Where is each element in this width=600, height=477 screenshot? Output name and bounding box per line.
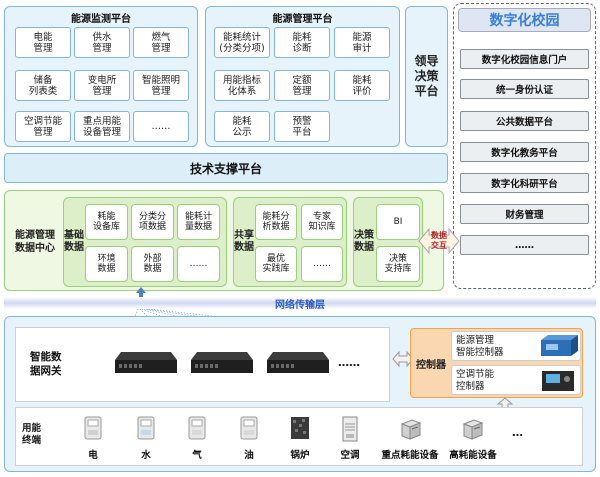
gateway-panel: 智能数 据网关 …… (15, 327, 390, 402)
management-item[interactable]: 能源 审计 (334, 27, 390, 58)
gateway-label: 智能数 据网关 (30, 351, 62, 377)
monitoring-item[interactable]: 智能照明 管理 (133, 70, 189, 101)
management-item[interactable]: 定额 管理 (274, 70, 330, 101)
shared-data-item[interactable]: …… (301, 246, 343, 282)
controller-panel: 控制器 能源管理 智能控制器 空调节能 控制器 (410, 328, 583, 398)
tech-support-bar[interactable]: 技术支撑平台 (4, 153, 448, 183)
shared-data-item[interactable]: 专家 知识库 (301, 204, 343, 240)
controller-energy[interactable]: 能源管理 智能控制器 (451, 331, 581, 361)
terminal-label: 重点耗能设备 (381, 450, 439, 461)
terminals-more: … (512, 426, 523, 439)
terminal-label: 电 (88, 450, 98, 461)
gateway-more: …… (338, 356, 360, 369)
energy-management-title: 能源管理平台 (272, 14, 333, 25)
network-layer-label: 网络传输层 (275, 300, 325, 311)
basic-data-item[interactable]: 分类分 项数据 (131, 204, 174, 240)
digital-campus-title-text: 数字化校园 (489, 13, 560, 29)
decision-data-item[interactable]: BI (376, 204, 420, 240)
gas-meter-icon (188, 416, 206, 440)
digital-campus-item[interactable]: 数字化校园信息门户 (460, 49, 589, 69)
management-item[interactable]: 能耗 公示 (214, 111, 270, 142)
gateway-device-icon (267, 352, 329, 373)
decision-data-item[interactable]: 决策 支持库 (376, 246, 420, 282)
management-item[interactable]: 能耗统计 (分类分项) (214, 27, 270, 58)
gateway-device-icon (115, 352, 177, 373)
electric-meter-icon (84, 416, 102, 440)
terminal-label: 空调 (340, 450, 360, 461)
data-center-label: 能源管理 数据中心 (15, 229, 55, 254)
equipment-icon (462, 419, 484, 440)
data-exchange-label: 数据 交互 (431, 231, 447, 250)
gateway-device-icon (191, 352, 253, 373)
management-item[interactable]: 用能指标 化体系 (214, 70, 270, 101)
terminal-label: 锅炉 (290, 450, 310, 461)
data-center-panel: 能源管理 数据中心 基础 数据 耗能 设备库 分类分 项数据 能耗计 量数据 环… (4, 190, 444, 291)
tech-support-label: 技术支撑平台 (189, 161, 262, 176)
up-arrow-icon (136, 287, 146, 299)
decision-data-group: 决策 数据 BI 决策 支持库 (353, 197, 423, 287)
digital-campus-title: 数字化校园 (458, 8, 591, 32)
decision-data-label: 决策 数据 (354, 230, 374, 253)
energy-monitoring-panel: 能源监测平台 电能 管理 供水 管理 燃气 管理 储备 列表类 变电所 管理 智… (4, 6, 198, 147)
monitoring-item[interactable]: 储备 列表类 (15, 70, 71, 101)
network-layer-band (4, 297, 596, 309)
controller-label: 控制器 (416, 359, 446, 371)
controller-ac[interactable]: 空调节能 控制器 (451, 365, 581, 395)
basic-data-item[interactable]: 外部 数据 (131, 246, 174, 282)
air-conditioner-icon (342, 416, 358, 442)
digital-campus-item[interactable]: 数字化教务平台 (460, 142, 589, 162)
digital-campus-item[interactable]: 公共数据平台 (460, 111, 589, 131)
leadership-decision-panel[interactable]: 领导 决策 平台 (405, 6, 448, 147)
monitoring-item[interactable]: 燃气 管理 (133, 27, 189, 58)
monitoring-item[interactable]: 变电所 管理 (74, 70, 130, 101)
equipment-icon (400, 419, 422, 440)
digital-campus-item[interactable]: 统一身份认证 (460, 79, 589, 99)
digital-campus-panel: 数字化校园 数字化校园信息门户 统一身份认证 公共数据平台 数字化教务平台 数字… (453, 3, 596, 289)
terminal-label: 高耗能设备 (449, 450, 497, 461)
terminals-label: 用能 终端 (22, 423, 42, 446)
basic-data-item[interactable]: …… (177, 246, 220, 282)
energy-management-panel: 能源管理平台 能耗统计 (分类分项) 能耗 诊断 能源 审计 用能指标 化体系 … (205, 6, 400, 147)
shared-data-item[interactable]: 最优 实践库 (255, 246, 297, 282)
energy-monitoring-title: 能源监测平台 (71, 14, 131, 25)
terminal-label: 水 (141, 450, 151, 461)
terminal-label: 气 (192, 450, 202, 461)
controller-energy-label: 能源管理 智能控制器 (456, 335, 504, 358)
basic-data-item[interactable]: 环境 数据 (85, 246, 128, 282)
shared-data-label: 共享 数据 (234, 230, 254, 253)
shared-data-item[interactable]: 能耗分 析数据 (255, 204, 297, 240)
controller-device-icon (541, 335, 578, 356)
monitoring-item[interactable]: 供水 管理 (74, 27, 130, 58)
monitoring-item[interactable]: 重点用能 设备管理 (74, 111, 130, 142)
basic-data-group: 基础 数据 耗能 设备库 分类分 项数据 能耗计 量数据 环境 数据 外部 数据… (63, 197, 227, 287)
oil-meter-icon (240, 416, 258, 440)
controller-ac-label: 空调节能 控制器 (456, 369, 495, 392)
shared-data-group: 共享 数据 能耗分 析数据 专家 知识库 最优 实践库 …… (233, 197, 347, 287)
terminal-label: 油 (244, 450, 254, 461)
digital-campus-item[interactable]: 数字化科研平台 (460, 173, 589, 193)
data-exchange-arrow-icon (418, 227, 460, 255)
management-item[interactable]: 能耗 诊断 (274, 27, 330, 58)
management-item[interactable]: 能耗 评价 (334, 70, 390, 101)
controller-device-icon (542, 371, 574, 391)
basic-data-item[interactable]: 耗能 设备库 (85, 204, 128, 240)
boiler-icon (291, 417, 309, 439)
monitoring-item[interactable]: 空调节能 管理 (15, 111, 71, 142)
water-meter-icon (137, 416, 155, 440)
monitoring-item[interactable]: …… (133, 111, 189, 142)
digital-campus-item[interactable]: …… (460, 235, 589, 255)
monitoring-item[interactable]: 电能 管理 (15, 27, 71, 58)
management-item[interactable]: 预警 平台 (274, 111, 330, 142)
basic-data-item[interactable]: 能耗计 量数据 (177, 204, 220, 240)
basic-data-label: 基础 数据 (64, 230, 84, 253)
leadership-decision-label: 领导 决策 平台 (414, 54, 439, 98)
digital-campus-item[interactable]: 财务管理 (460, 204, 589, 224)
